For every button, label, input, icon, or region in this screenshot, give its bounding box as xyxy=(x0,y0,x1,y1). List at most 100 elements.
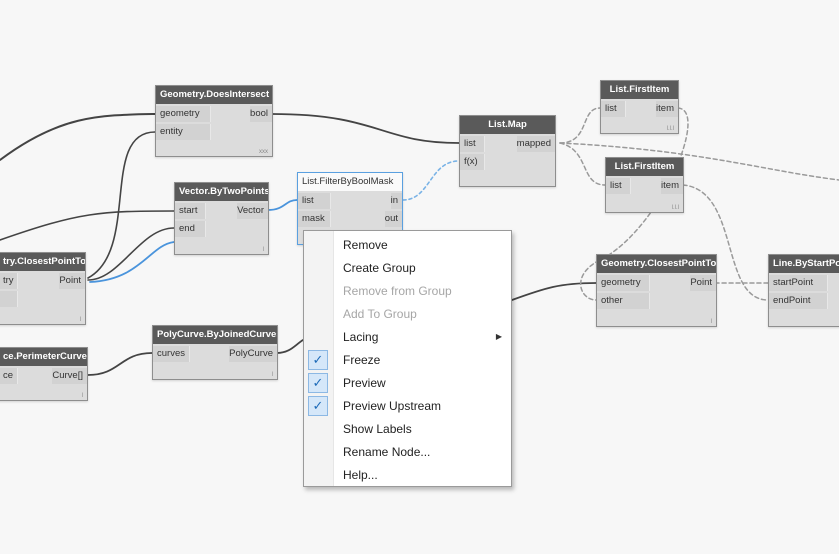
menu-item-help[interactable]: Help... xyxy=(304,464,511,486)
node-title[interactable]: PolyCurve.ByJoinedCurves xyxy=(153,326,277,344)
node-title[interactable]: Vector.ByTwoPoints xyxy=(175,183,268,201)
node-geometry-doesintersect[interactable]: Geometry.DoesIntersect geometry entity b… xyxy=(155,85,273,157)
menu-item-remove[interactable]: Remove xyxy=(304,234,511,256)
port-geometry[interactable]: geometry xyxy=(156,106,211,122)
wire-bool-to-map xyxy=(271,113,460,144)
lacing-indicator: l xyxy=(271,372,273,378)
menu-item-label: Rename Node... xyxy=(343,445,431,459)
node-title[interactable]: Line.ByStartPo xyxy=(769,255,839,273)
node-title[interactable]: try.ClosestPointTo xyxy=(0,253,85,271)
node-title[interactable]: ce.PerimeterCurves xyxy=(0,348,87,366)
menu-item-label: Preview Upstream xyxy=(343,399,442,413)
port-end[interactable]: end xyxy=(175,221,206,237)
port-out[interactable]: out xyxy=(384,211,402,227)
port-item[interactable]: item xyxy=(661,178,683,194)
wire-mapped-right xyxy=(559,142,839,181)
port-other[interactable] xyxy=(0,291,18,307)
menu-item-preview-upstream[interactable]: ✓ Preview Upstream xyxy=(304,395,511,417)
port-start[interactable]: start xyxy=(175,203,206,219)
port-bool[interactable]: bool xyxy=(250,106,272,122)
port-in[interactable]: in xyxy=(390,193,402,209)
node-vector-bytwopoints[interactable]: Vector.ByTwoPoints start end Vector l xyxy=(174,182,269,255)
menu-item-label: Preview xyxy=(343,376,386,390)
menu-item-freeze[interactable]: ✓ Freeze xyxy=(304,349,511,371)
node-title[interactable]: Geometry.ClosestPointTo xyxy=(597,255,716,273)
checkmark-icon: ✓ xyxy=(308,350,328,370)
wire-polycurve-out xyxy=(276,339,304,354)
menu-item-label: Help... xyxy=(343,468,378,482)
port-curves[interactable]: curves xyxy=(153,346,190,362)
menu-item-label: Create Group xyxy=(343,261,416,275)
node-context-menu: Remove Create Group Remove from Group Ad… xyxy=(303,230,512,487)
lacing-indicator: l.l.l xyxy=(671,205,679,211)
menu-item-lacing[interactable]: Lacing ▶ xyxy=(304,326,511,348)
menu-item-create-group[interactable]: Create Group xyxy=(304,257,511,279)
port-geometry[interactable]: try xyxy=(0,273,18,289)
menu-item-label: Add To Group xyxy=(343,307,417,321)
port-item[interactable]: item xyxy=(656,101,678,117)
lacing-indicator: l xyxy=(79,317,81,323)
wire-to-geometry xyxy=(0,113,156,161)
port-endpoint[interactable]: endPoint xyxy=(769,293,828,309)
menu-item-rename-node[interactable]: Rename Node... xyxy=(304,441,511,463)
port-geometry[interactable]: geometry xyxy=(597,275,650,291)
port-curves[interactable]: Curve[] xyxy=(52,368,87,384)
wire-mapped-to-first1 xyxy=(559,107,601,144)
menu-item-label: Remove from Group xyxy=(343,284,452,298)
wire-to-closest-geometry xyxy=(511,282,597,301)
node-list-firstitem-1[interactable]: List.FirstItem list item l.l.l xyxy=(600,80,679,134)
port-fx[interactable]: f(x) xyxy=(460,154,485,170)
wire-filter-to-fx xyxy=(402,160,460,201)
port-surface[interactable]: ce xyxy=(0,368,18,384)
port-other[interactable]: other xyxy=(597,293,650,309)
port-mapped[interactable]: mapped xyxy=(516,136,555,152)
wire-item1-down xyxy=(579,107,689,301)
node-perimetercurves[interactable]: ce.PerimeterCurves ce Curve[] l xyxy=(0,347,88,401)
port-list[interactable]: list xyxy=(460,136,485,152)
checkmark-icon: ✓ xyxy=(308,373,328,393)
lacing-indicator: l.l.l xyxy=(666,126,674,132)
menu-item-label: Lacing xyxy=(343,330,379,344)
lacing-indicator: l xyxy=(81,393,83,399)
node-polycurve-byjoinedcurves[interactable]: PolyCurve.ByJoinedCurves curves PolyCurv… xyxy=(152,325,278,380)
wire-to-start xyxy=(0,210,175,241)
wire-to-entity xyxy=(87,131,156,279)
port-list[interactable]: list xyxy=(606,178,631,194)
node-line-bystartpoint[interactable]: Line.ByStartPo startPoint endPoint xyxy=(768,254,839,327)
port-entity[interactable]: entity xyxy=(156,124,211,140)
port-startpoint[interactable]: startPoint xyxy=(769,275,828,291)
menu-item-show-labels[interactable]: Show Labels xyxy=(304,418,511,440)
port-point[interactable]: Point xyxy=(690,275,716,291)
node-geometry-closestpointto-right[interactable]: Geometry.ClosestPointTo geometry other P… xyxy=(596,254,717,327)
port-list[interactable]: list xyxy=(298,193,331,209)
node-title[interactable]: Geometry.DoesIntersect xyxy=(156,86,272,104)
lacing-indicator: l xyxy=(262,247,264,253)
checkmark-icon: ✓ xyxy=(308,396,328,416)
wire-curves-to-polycurve xyxy=(87,352,153,376)
menu-item-label: Show Labels xyxy=(343,422,412,436)
node-list-map[interactable]: List.Map list f(x) mapped xyxy=(459,115,556,187)
wire-selected-vector xyxy=(89,241,175,283)
port-point[interactable]: Point xyxy=(59,273,85,289)
menu-item-add-to-group: Add To Group xyxy=(304,303,511,325)
menu-item-preview[interactable]: ✓ Preview xyxy=(304,372,511,394)
lacing-indicator: l xyxy=(710,319,712,325)
menu-item-remove-from-group: Remove from Group xyxy=(304,280,511,302)
menu-item-label: Freeze xyxy=(343,353,381,367)
node-title[interactable]: List.FirstItem xyxy=(601,81,678,99)
wire-item2-to-line xyxy=(682,184,769,301)
node-title[interactable]: List.FilterByBoolMask xyxy=(298,173,402,191)
lacing-indicator: xxx xyxy=(259,149,268,155)
port-mask[interactable]: mask xyxy=(298,211,331,227)
port-polycurve[interactable]: PolyCurve xyxy=(229,346,277,362)
port-list[interactable]: list xyxy=(601,101,626,117)
node-geometry-closestpointto-left[interactable]: try.ClosestPointTo try Point l xyxy=(0,252,86,325)
wire-point-to-end xyxy=(87,227,175,281)
port-vector[interactable]: Vector xyxy=(237,203,268,219)
submenu-arrow-icon: ▶ xyxy=(495,332,502,341)
node-list-firstitem-2[interactable]: List.FirstItem list item l.l.l xyxy=(605,157,684,213)
wire-mapped-to-first2 xyxy=(559,142,606,186)
node-title[interactable]: List.Map xyxy=(460,116,555,134)
node-title[interactable]: List.FirstItem xyxy=(606,158,683,176)
